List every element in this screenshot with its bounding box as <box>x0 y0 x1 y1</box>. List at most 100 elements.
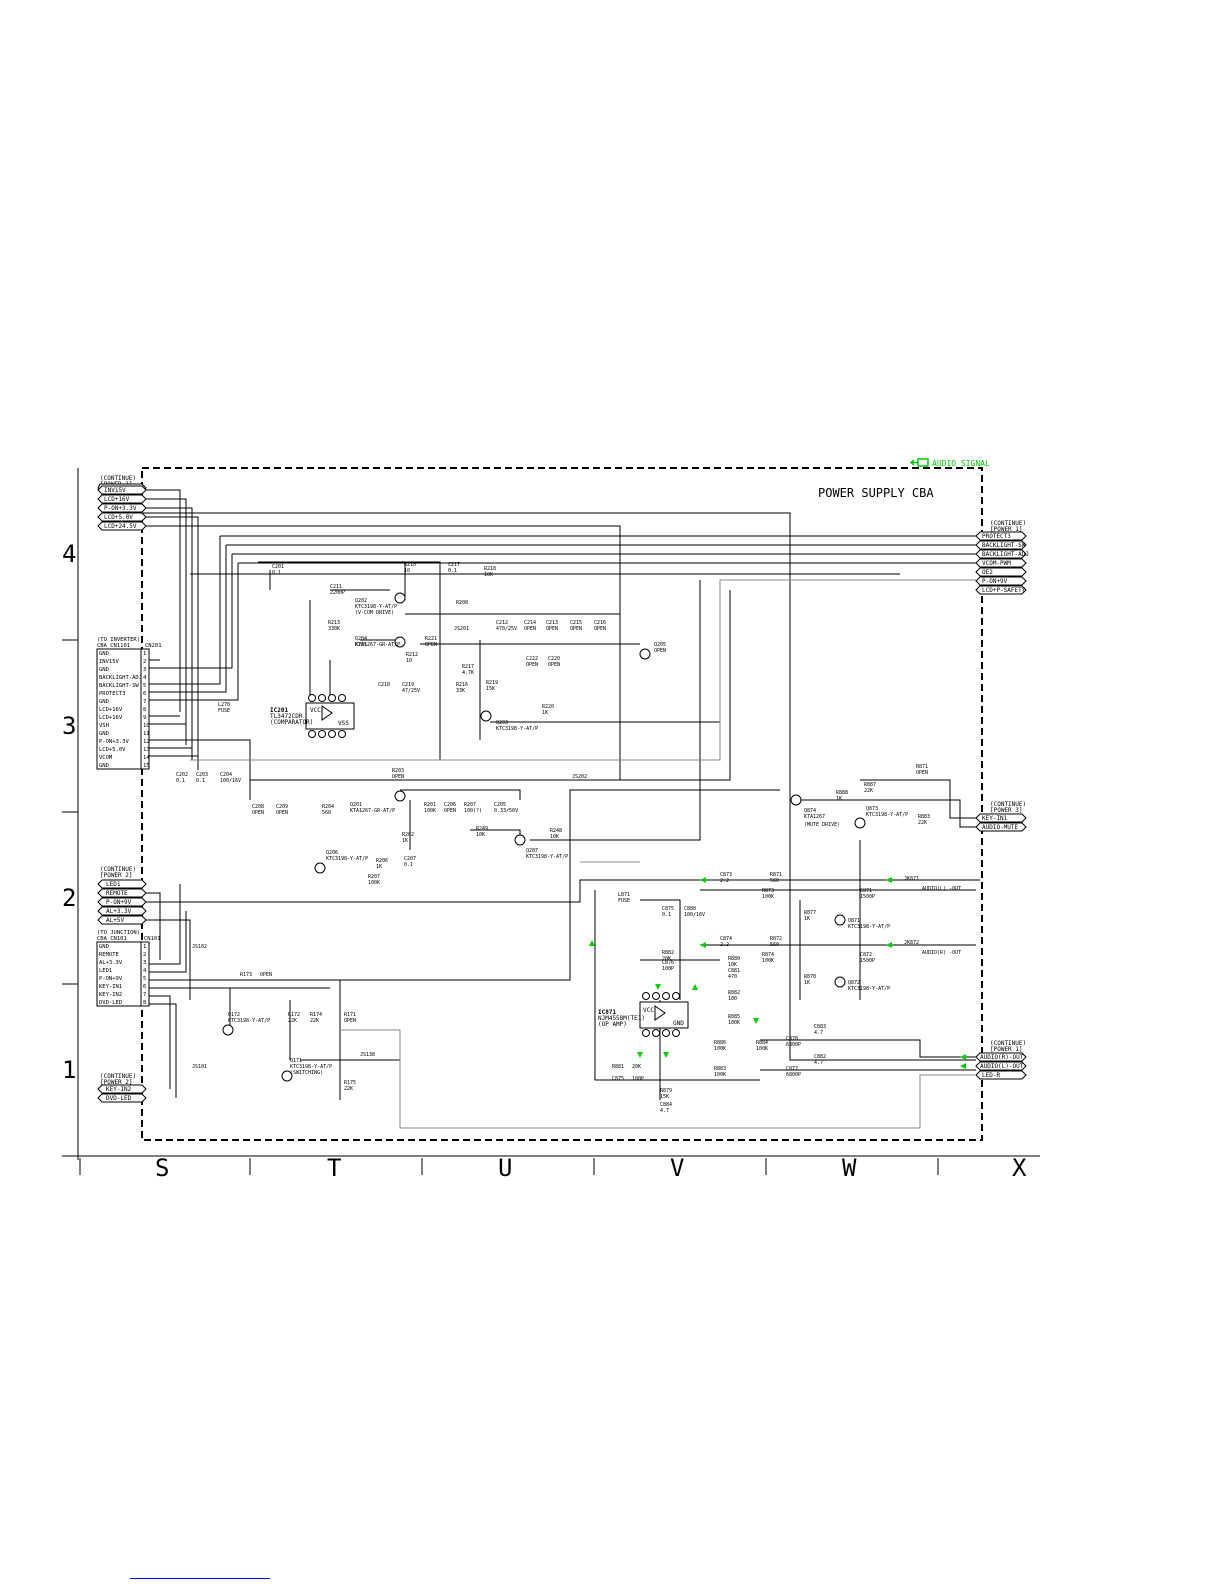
svg-text:5: 5 <box>143 976 146 982</box>
svg-text:OPEN: OPEN <box>444 808 456 814</box>
svg-text:(CONTINUE): (CONTINUE) <box>990 801 1026 808</box>
svg-text:10: 10 <box>406 658 412 664</box>
svg-text:IC871: IC871 <box>598 1009 616 1016</box>
svg-text:CN101: CN101 <box>144 936 161 942</box>
svg-text:R202: R202 <box>402 832 414 838</box>
svg-text:KEY-IN2: KEY-IN2 <box>99 992 122 998</box>
svg-text:C877: C877 <box>786 1066 798 1072</box>
svg-text:C218: C218 <box>378 682 390 688</box>
svg-text:FUSE: FUSE <box>618 898 630 904</box>
svg-text:OPEN: OPEN <box>425 642 437 648</box>
svg-text:JS201: JS201 <box>454 626 469 632</box>
svg-text:Q172: Q172 <box>228 1012 240 1018</box>
svg-text:2: 2 <box>143 952 146 958</box>
svg-text:6: 6 <box>143 984 146 990</box>
svg-text:LCD+5.0V: LCD+5.0V <box>104 514 133 521</box>
left-bottom-connector: (CONTINUE) [POWER 2] KEY-IN2 DVD-LED <box>97 1073 147 1103</box>
svg-text:4.7K: 4.7K <box>462 670 474 676</box>
gray-wires <box>190 579 976 1129</box>
footer-link[interactable] <box>130 1578 270 1579</box>
svg-text:R872: R872 <box>770 936 782 942</box>
svg-text:10: 10 <box>404 568 410 574</box>
svg-text:LED1: LED1 <box>106 881 121 888</box>
svg-text:C206: C206 <box>444 802 456 808</box>
svg-text:100K: 100K <box>424 808 436 814</box>
svg-text:100K: 100K <box>762 894 774 900</box>
svg-text:10K: 10K <box>728 962 737 968</box>
svg-text:C872: C872 <box>860 952 872 958</box>
svg-text:C207: C207 <box>404 856 416 862</box>
svg-text:2.2: 2.2 <box>720 878 729 884</box>
svg-text:OPEN: OPEN <box>392 774 404 780</box>
svg-text:R883: R883 <box>714 1066 726 1072</box>
svg-text:C882: C882 <box>814 1054 826 1060</box>
svg-text:GND: GND <box>99 667 109 673</box>
svg-text:0.1: 0.1 <box>176 778 185 784</box>
svg-text:INV15V: INV15V <box>99 659 120 665</box>
svg-text:KEY-IN1: KEY-IN1 <box>982 815 1008 822</box>
svg-text:[POWER 3]: [POWER 3] <box>990 807 1023 814</box>
svg-text:10K: 10K <box>484 572 493 578</box>
svg-text:R216: R216 <box>456 682 468 688</box>
svg-text:C222: C222 <box>526 656 538 662</box>
svg-text:CBA CN101: CBA CN101 <box>97 936 127 942</box>
svg-text:(SWITCHING): (SWITCHING) <box>290 1070 323 1076</box>
svg-text:OPEN: OPEN <box>526 662 538 668</box>
svg-text:C876: C876 <box>662 960 674 966</box>
svg-text:[POWER 2]: [POWER 2] <box>100 1079 133 1086</box>
svg-text:GND: GND <box>99 699 109 705</box>
svg-text:R249: R249 <box>476 826 488 832</box>
svg-text:12: 12 <box>143 739 150 745</box>
svg-text:C219: C219 <box>402 682 414 688</box>
svg-text:R871: R871 <box>770 872 782 878</box>
svg-text:AUDIO(R)-OUT: AUDIO(R)-OUT <box>980 1054 1024 1061</box>
svg-text:OPEN: OPEN <box>654 648 666 654</box>
svg-text:C205: C205 <box>494 802 506 808</box>
svg-text:100: 100 <box>728 996 737 1002</box>
svg-text:[POWER 1]: [POWER 1] <box>990 1046 1023 1053</box>
svg-text:13: 13 <box>143 747 150 753</box>
svg-text:R881: R881 <box>612 1064 624 1070</box>
svg-text:R879: R879 <box>660 1088 672 1094</box>
svg-text:R174: R174 <box>310 1012 322 1018</box>
svg-text:KTA1267-GR-AT/P: KTA1267-GR-AT/P <box>355 642 400 648</box>
svg-text:JK872: JK872 <box>904 940 919 946</box>
svg-text:R221: R221 <box>425 636 437 642</box>
svg-text:IC201: IC201 <box>270 707 288 714</box>
svg-text:Q203: Q203 <box>496 720 508 726</box>
column-grid: S T U V W X <box>79 1154 1027 1182</box>
svg-text:100K: 100K <box>762 958 774 964</box>
svg-text:4: 4 <box>143 968 147 974</box>
svg-text:C215: C215 <box>570 620 582 626</box>
svg-text:470/25V: 470/25V <box>496 626 517 632</box>
svg-text:BACKLIGHT-SW: BACKLIGHT-SW <box>99 683 139 689</box>
col-label-t: T <box>327 1154 341 1182</box>
svg-text:GND: GND <box>99 731 109 737</box>
svg-text:R882: R882 <box>662 950 674 956</box>
svg-text:P-ON+3.3V: P-ON+3.3V <box>104 505 137 512</box>
svg-text:22K: 22K <box>344 1086 353 1092</box>
svg-text:Q201: Q201 <box>350 802 362 808</box>
svg-text:C884: C884 <box>660 1102 672 1108</box>
svg-text:1K: 1K <box>804 916 810 922</box>
svg-text:Q205: Q205 <box>654 642 666 648</box>
svg-text:1500P: 1500P <box>860 958 875 964</box>
svg-text:LCD+24.5V: LCD+24.5V <box>104 523 137 530</box>
svg-text:JS102: JS102 <box>192 944 207 950</box>
svg-text:1K: 1K <box>542 710 548 716</box>
svg-text:4: 4 <box>143 675 147 681</box>
svg-text:LCD+P-SAFETY: LCD+P-SAFETY <box>982 587 1026 594</box>
svg-text:2.2: 2.2 <box>720 942 729 948</box>
svg-text:R207: R207 <box>464 802 476 808</box>
svg-text:C202: C202 <box>176 772 188 778</box>
svg-text:AUDIO-MUTE: AUDIO-MUTE <box>982 824 1019 831</box>
svg-text:AL+3.3V: AL+3.3V <box>106 908 132 915</box>
svg-text:4.7: 4.7 <box>660 1108 669 1114</box>
svg-text:KEY-IN2: KEY-IN2 <box>106 1086 132 1093</box>
board-frame <box>141 467 983 1141</box>
svg-text:R210: R210 <box>404 562 416 568</box>
svg-text:R207: R207 <box>368 874 380 880</box>
svg-text:KTC3198-Y-AT/P: KTC3198-Y-AT/P <box>848 986 890 992</box>
svg-text:C216: C216 <box>594 620 606 626</box>
